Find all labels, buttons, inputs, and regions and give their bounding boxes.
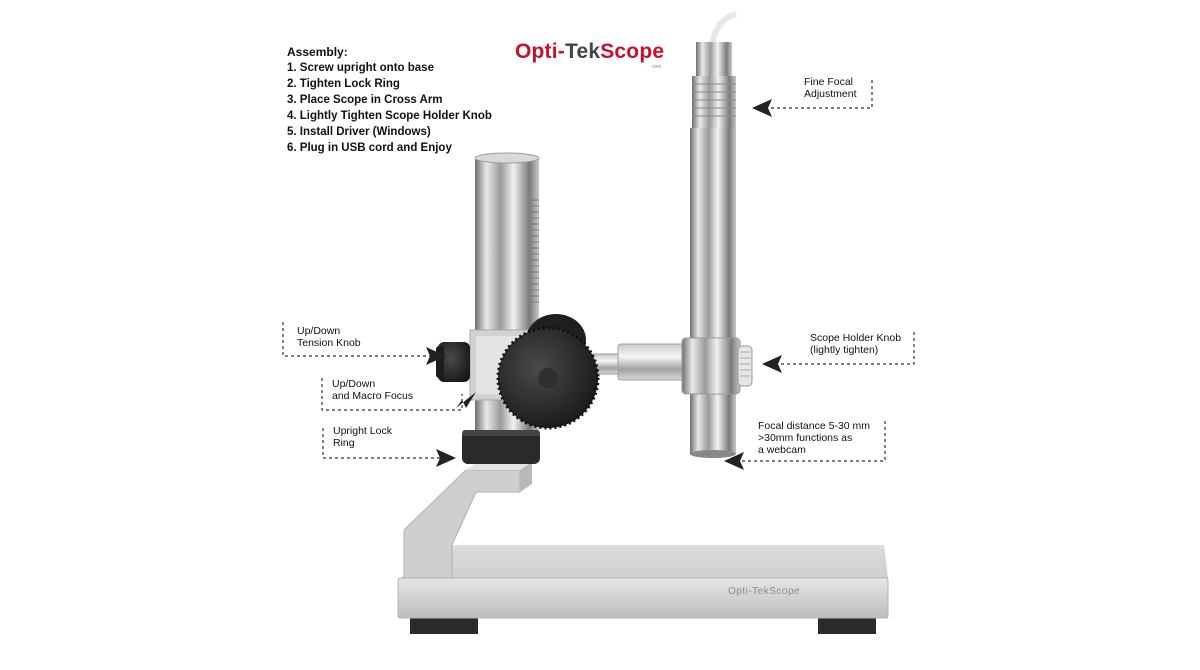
label-tension-knob: Up/Down Tension Knob: [297, 325, 361, 349]
assembly-title: Assembly:: [287, 45, 348, 59]
assembly-step: 5. Install Driver (Windows): [287, 126, 431, 138]
label-line: >30mm functions as: [758, 432, 853, 444]
base-engraved-logo: Opti-TekScope: [728, 586, 801, 597]
label-line: (lightly tighten): [810, 344, 879, 356]
assembly-instructions: Assembly: 1. Screw upright onto base 2. …: [287, 44, 492, 156]
brand-middle: Tek: [564, 40, 601, 63]
label-line: Adjustment: [804, 88, 857, 100]
arrow-macro: [456, 392, 476, 408]
arrow-lock-ring: [436, 449, 456, 467]
rack-teeth: [531, 199, 539, 303]
arrow-focal: [724, 452, 744, 470]
label-line: Upright Lock: [333, 425, 392, 437]
assembly-step: 6. Plug in USB cord and Enjoy: [287, 142, 452, 154]
brand-logo: Opti-TekScope: [515, 40, 664, 64]
assembly-step: 2. Tighten Lock Ring: [287, 78, 400, 90]
label-line: Scope Holder Knob: [810, 332, 902, 344]
label-lock-ring: Upright Lock Ring: [333, 425, 392, 449]
brand-suffix: Scope: [600, 40, 665, 63]
macro-focus-knob: [496, 314, 600, 430]
callout-arrowheads: [426, 99, 782, 470]
label-line: Focal distance 5-30 mm: [758, 420, 871, 432]
scope-tube: [690, 11, 738, 458]
arrow-fine-focal: [752, 99, 772, 117]
upright-lock-ring: [462, 430, 540, 464]
label-line: Fine Focal: [804, 76, 854, 88]
tension-knob: [436, 342, 470, 382]
label-focal-distance: Focal distance 5-30 mm >30mm functions a…: [758, 420, 870, 456]
label-line: Up/Down: [297, 325, 341, 337]
label-line: a webcam: [758, 444, 806, 456]
label-line: Ring: [333, 437, 355, 449]
base-plate: [397, 545, 889, 619]
label-fine-focal: Fine Focal Adjustment: [804, 76, 857, 100]
arrow-holder: [762, 355, 782, 373]
assembly-step: 1. Screw upright onto base: [287, 62, 434, 74]
label-line: Tension Knob: [297, 337, 361, 349]
label-line: and Macro Focus: [332, 390, 414, 402]
label-line: Up/Down: [332, 378, 376, 390]
label-scope-holder: Scope Holder Knob (lightly tighten): [810, 332, 901, 356]
assembly-step: 3. Place Scope in Cross Arm: [287, 94, 443, 106]
assembly-step: 4. Lightly Tighten Scope Holder Knob: [287, 110, 492, 122]
brand-domain: com: [652, 64, 662, 70]
brand-prefix: Opti-: [515, 40, 565, 63]
arrow-tension: [426, 347, 446, 365]
scope-holder-clamp: [681, 337, 753, 395]
label-macro-focus: Up/Down and Macro Focus: [332, 378, 413, 402]
